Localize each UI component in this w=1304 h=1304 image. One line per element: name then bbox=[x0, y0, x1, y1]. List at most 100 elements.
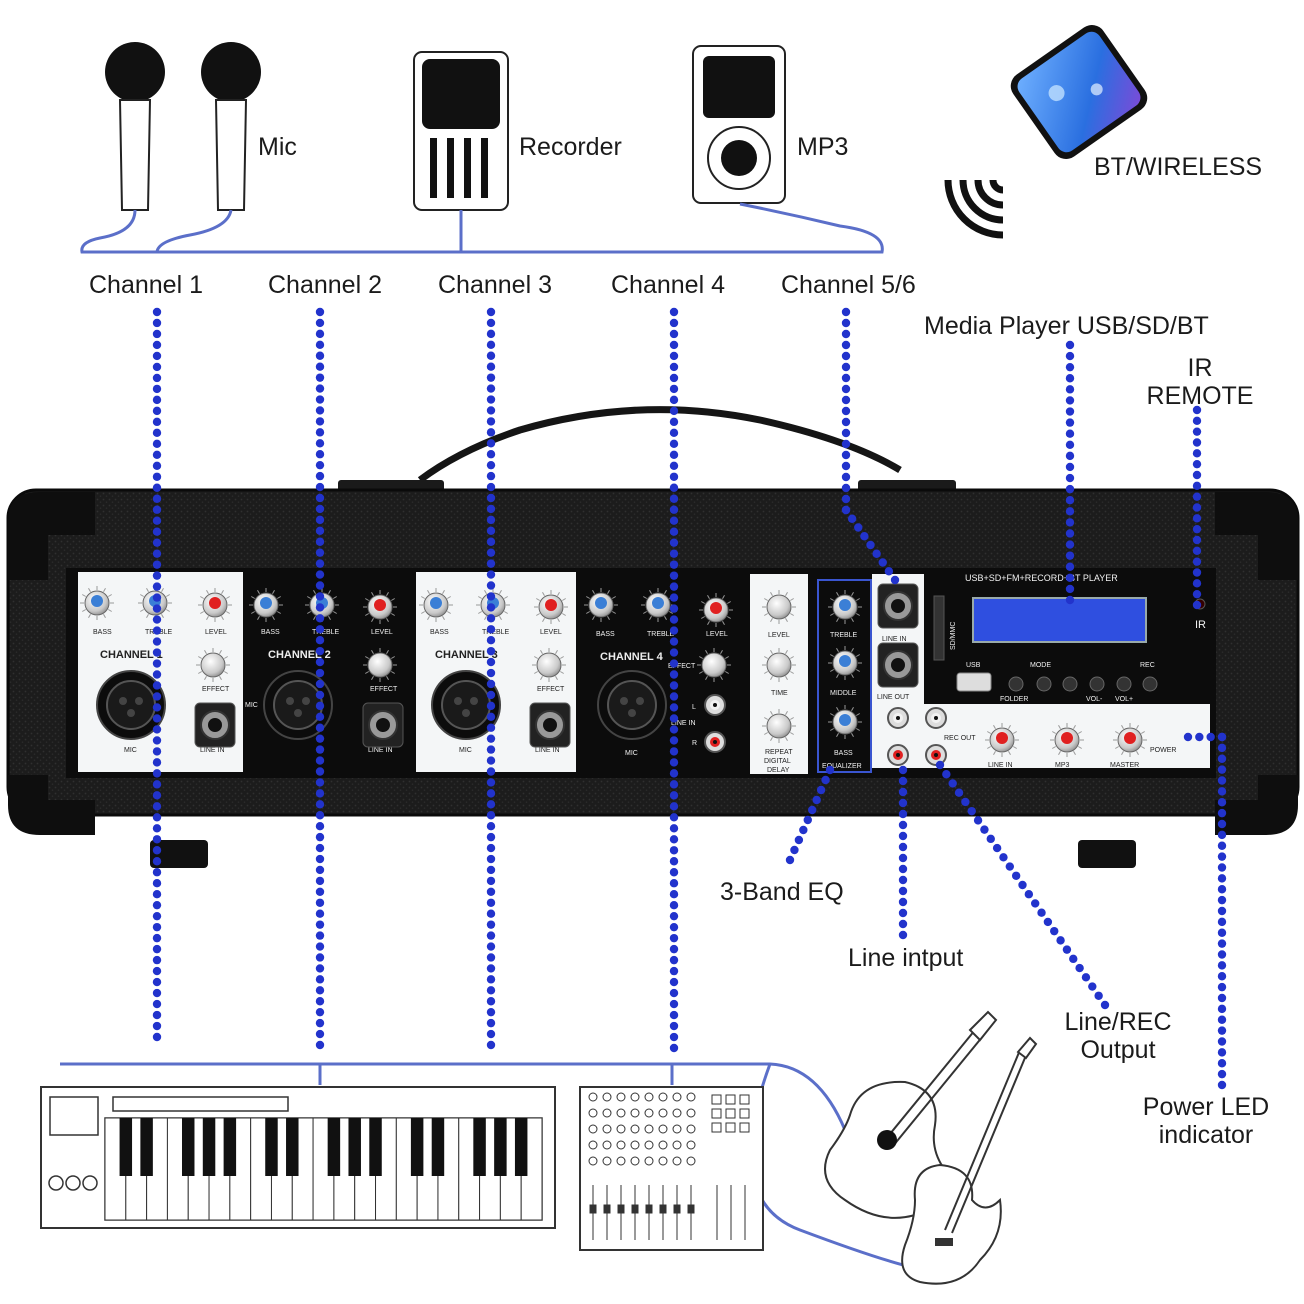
media-player-label: Media Player USB/SD/BT bbox=[924, 312, 1209, 340]
callout-dot bbox=[1217, 874, 1227, 883]
mini-knob bbox=[602, 1092, 612, 1102]
callout-dot bbox=[152, 615, 162, 624]
mini-knob bbox=[616, 1092, 626, 1102]
callout-dot bbox=[315, 504, 325, 514]
callout-dot bbox=[152, 736, 162, 745]
mini-knob bbox=[672, 1124, 682, 1134]
callout-dot bbox=[669, 736, 679, 745]
line-rec-line2: Output bbox=[1080, 1036, 1156, 1064]
callout-dot bbox=[1018, 880, 1027, 890]
xlr-jack bbox=[96, 670, 166, 740]
callout-dot bbox=[898, 831, 908, 841]
callout-dot bbox=[1217, 819, 1227, 829]
power-led-label: Power LED indicator bbox=[1128, 1093, 1284, 1149]
callout-dot bbox=[898, 787, 908, 797]
mini-knob bbox=[616, 1124, 626, 1134]
mini-knob bbox=[658, 1092, 668, 1102]
channel-4-label: Channel 4 bbox=[611, 271, 725, 299]
player-title: USB+SD+FM+RECORD+BT PLAYER bbox=[965, 573, 1118, 583]
callout-dot bbox=[1065, 418, 1075, 427]
callout-dot bbox=[669, 1032, 679, 1042]
callout-dot bbox=[315, 329, 325, 339]
quarter-inch-jack bbox=[877, 642, 919, 688]
callout-dot bbox=[315, 668, 325, 678]
callout-dot bbox=[669, 307, 679, 317]
callout-dot bbox=[315, 821, 325, 831]
callout-dot bbox=[790, 845, 799, 855]
callout-dot bbox=[152, 648, 162, 657]
rca-jack bbox=[925, 744, 947, 766]
callout-dot bbox=[315, 679, 325, 689]
callout-dot bbox=[152, 538, 162, 547]
callout-dot bbox=[486, 329, 496, 339]
mini-knob bbox=[588, 1156, 598, 1166]
ir-label: IR bbox=[1195, 619, 1206, 631]
callout-dot bbox=[1056, 936, 1065, 945]
ch4-linein-label: LINE IN bbox=[671, 720, 696, 727]
mp3-player-icon bbox=[692, 45, 786, 204]
callout-dot bbox=[1217, 830, 1227, 840]
callout-dot bbox=[1192, 470, 1202, 480]
callout-dot bbox=[669, 769, 679, 778]
mini-button bbox=[725, 1108, 736, 1119]
callout-dot bbox=[898, 875, 908, 885]
channel-3-label: Channel 3 bbox=[438, 271, 552, 299]
callout-dot bbox=[486, 832, 496, 842]
ch2-linein-label: LINE IN bbox=[368, 747, 393, 754]
mini-knob bbox=[644, 1156, 654, 1166]
callout-dot bbox=[961, 797, 970, 807]
callout-dot bbox=[152, 318, 162, 328]
ch4-r-label: R bbox=[692, 740, 697, 747]
callout-dot bbox=[152, 439, 162, 449]
callout-dot bbox=[315, 340, 325, 350]
callout-dot bbox=[992, 843, 1002, 853]
callout-dot bbox=[841, 494, 851, 504]
callout-dot bbox=[1065, 584, 1075, 594]
callout-dot bbox=[1217, 787, 1227, 796]
mini-fader-cap bbox=[659, 1204, 667, 1214]
callout-dot bbox=[486, 975, 496, 984]
callout-dot bbox=[841, 483, 851, 493]
mini-knob bbox=[602, 1108, 612, 1118]
knob bbox=[828, 705, 862, 739]
callout-dot bbox=[1065, 562, 1075, 571]
callout-dot bbox=[1192, 568, 1202, 577]
callout-dot bbox=[315, 373, 325, 382]
callout-dot bbox=[1065, 351, 1075, 361]
callout-dot bbox=[669, 340, 679, 350]
callout-dot bbox=[315, 581, 325, 590]
master-power-label: POWER bbox=[1150, 747, 1176, 754]
callout-dot bbox=[898, 842, 908, 852]
callout-dot bbox=[669, 933, 679, 943]
black-key bbox=[431, 1118, 445, 1176]
quarter-inch-jack bbox=[362, 702, 404, 748]
callout-dot bbox=[486, 821, 496, 831]
callout-dot bbox=[486, 570, 496, 579]
callout-dot bbox=[152, 604, 162, 613]
callout-dot bbox=[486, 800, 496, 809]
player-button bbox=[1142, 676, 1158, 692]
callout-dot bbox=[1192, 557, 1202, 566]
callout-dot bbox=[1065, 429, 1075, 438]
callout-dot bbox=[1217, 1048, 1227, 1057]
callout-dot bbox=[152, 362, 162, 372]
callout-dot bbox=[315, 526, 325, 536]
callout-dot bbox=[1065, 396, 1075, 405]
mini-fader-cap bbox=[673, 1204, 681, 1214]
callout-dot bbox=[669, 329, 679, 339]
callout-dot bbox=[152, 900, 162, 910]
knob bbox=[699, 593, 733, 627]
callout-dot bbox=[1217, 906, 1227, 916]
callout-dot bbox=[1217, 885, 1227, 894]
callout-dot bbox=[486, 745, 496, 754]
callout-dot bbox=[486, 723, 496, 732]
callout-dot bbox=[315, 800, 325, 809]
mini-knob bbox=[630, 1124, 640, 1134]
mp3-label: MP3 bbox=[797, 133, 849, 161]
electric-guitar-icon bbox=[901, 1036, 1038, 1285]
mini-knob bbox=[686, 1092, 696, 1102]
callout-dot bbox=[841, 318, 851, 328]
ch1-mic-label: MIC bbox=[124, 747, 137, 754]
callout-dot bbox=[315, 482, 325, 492]
ch4-level-label: LEVEL bbox=[706, 631, 728, 638]
